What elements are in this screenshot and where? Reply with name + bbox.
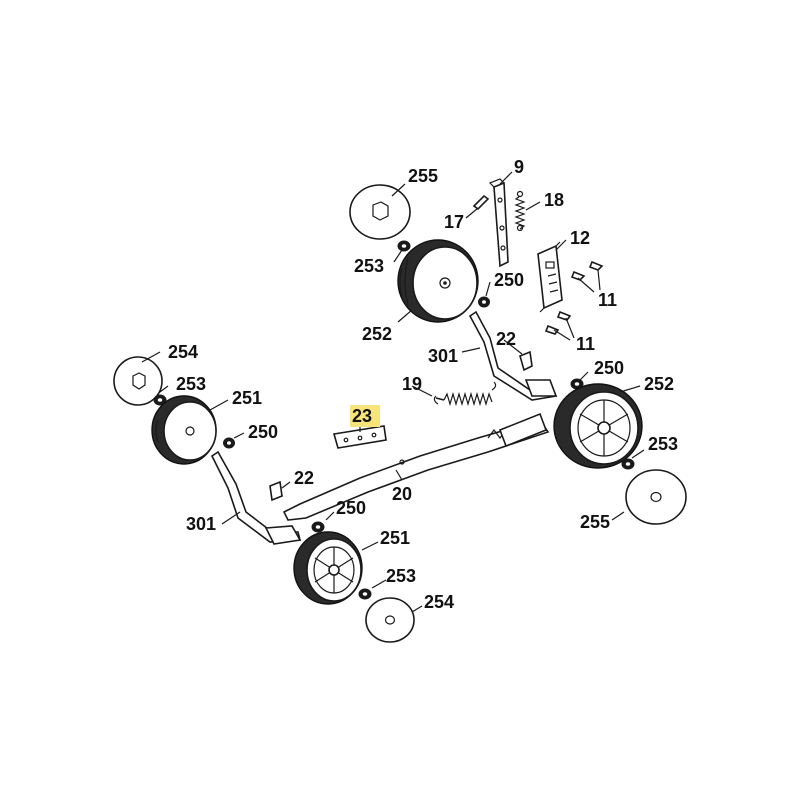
- washer-253-left: [153, 394, 167, 406]
- label-18: 18: [544, 190, 564, 210]
- label-22-right: 22: [496, 329, 516, 349]
- label-254-bottom: 254: [424, 592, 454, 612]
- hubcap-255-top: [349, 184, 411, 240]
- label-20: 20: [392, 484, 412, 504]
- highlight-23: [350, 405, 380, 427]
- label-23: 23: [352, 406, 372, 426]
- washer-253-right: [621, 458, 635, 470]
- label-255-top: 255: [408, 166, 438, 186]
- label-251-bottom: 251: [380, 528, 410, 548]
- label-255-right: 255: [580, 512, 610, 532]
- label-253-right: 253: [648, 434, 678, 454]
- label-253-left: 253: [176, 374, 206, 394]
- wheel-251-bottom: [293, 531, 363, 605]
- label-250-top: 250: [494, 270, 524, 290]
- label-301-left: 301: [186, 514, 216, 534]
- hubcap-254-left: [113, 356, 163, 406]
- washer-250-top: [478, 296, 490, 308]
- label-250-left: 250: [248, 422, 278, 442]
- label-251-left: 251: [232, 388, 262, 408]
- bracket-12: [537, 241, 563, 313]
- washer-253-bottom: [358, 588, 372, 600]
- spring-19: [433, 381, 497, 407]
- label-254-left: 254: [168, 342, 198, 362]
- hook-22-right: [519, 350, 533, 372]
- wheel-251-left: [151, 395, 217, 465]
- axle-301-left: [210, 450, 302, 545]
- label-12: 12: [570, 228, 590, 248]
- wheel-252-right: [553, 383, 643, 469]
- washer-250-bottom: [311, 521, 325, 533]
- bar-9: [488, 178, 509, 268]
- leader-lines: [141, 171, 645, 613]
- label-252-right: 252: [644, 374, 674, 394]
- label-253-bottom: 253: [386, 566, 416, 586]
- label-19: 19: [402, 374, 422, 394]
- label-252-top: 252: [362, 324, 392, 344]
- label-250-right: 250: [594, 358, 624, 378]
- label-301-right: 301: [428, 346, 458, 366]
- label-22-left: 22: [294, 468, 314, 488]
- pin-17: [472, 194, 490, 211]
- screw-11-b: [544, 310, 572, 335]
- hubcap-255-right: [625, 469, 687, 525]
- label-253-top: 253: [354, 256, 384, 276]
- lever-20: [282, 412, 550, 521]
- label-17: 17: [444, 212, 464, 232]
- label-9: 9: [514, 157, 524, 177]
- wheel-252-top: [397, 239, 479, 323]
- hook-22-left: [269, 480, 283, 502]
- label-11-top: 11: [598, 290, 617, 310]
- label-250-bottom: 250: [336, 498, 366, 518]
- washer-250-left: [223, 437, 235, 449]
- hubcap-254-bottom: [365, 597, 415, 643]
- label-11-bottom: 11: [576, 334, 595, 354]
- plate-23: [332, 425, 387, 449]
- washer-253-top: [397, 240, 411, 252]
- spring-18: [514, 190, 526, 232]
- axle-301-right: [468, 310, 558, 401]
